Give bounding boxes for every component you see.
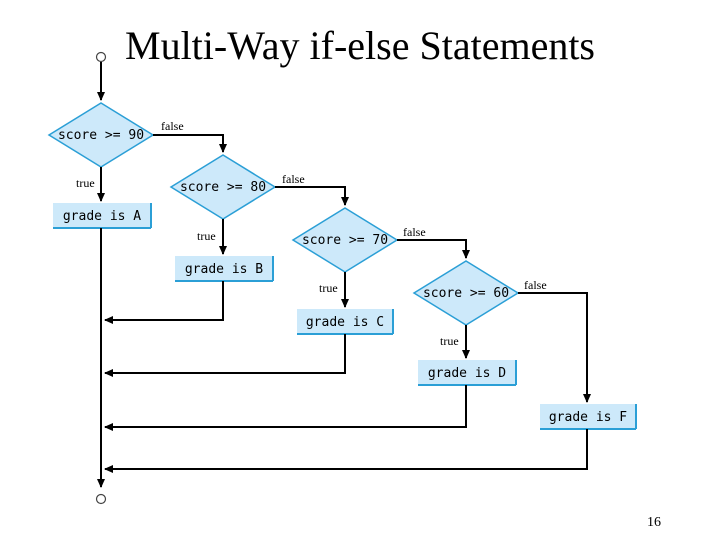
true-label-1: true <box>76 176 95 190</box>
false-arrow-1 <box>153 134 227 153</box>
decision-score-70: score >= 70 <box>291 207 399 273</box>
decision-score-90: score >= 90 <box>47 102 155 168</box>
svg-text:score >= 80: score >= 80 <box>180 180 266 195</box>
false-arrow-4 <box>518 292 591 403</box>
end-node <box>95 493 107 505</box>
svg-text:grade is C: grade is C <box>306 315 384 330</box>
svg-text:grade is B: grade is B <box>185 262 263 277</box>
action-grade-f: grade is F <box>540 404 637 430</box>
decision-score-80: score >= 80 <box>169 154 277 220</box>
svg-text:grade is D: grade is D <box>428 366 506 381</box>
return-arrow-d <box>104 385 467 431</box>
true-label-3: true <box>319 281 338 295</box>
svg-text:grade is A: grade is A <box>63 209 141 224</box>
false-label-3: false <box>403 225 426 239</box>
return-arrow-f <box>104 429 588 473</box>
return-arrow-c <box>104 334 346 377</box>
false-label-2: false <box>282 172 305 186</box>
action-grade-c: grade is C <box>297 309 394 335</box>
svg-text:score >= 60: score >= 60 <box>423 286 509 301</box>
false-arrow-3 <box>397 239 470 259</box>
true-label-4: true <box>440 334 459 348</box>
false-label-1: false <box>161 119 184 133</box>
svg-text:grade is F: grade is F <box>549 410 627 425</box>
svg-text:score >= 70: score >= 70 <box>302 233 388 248</box>
slide-title: Multi-Way if-else Statements <box>125 23 595 68</box>
false-label-4: false <box>524 278 547 292</box>
decision-score-60: score >= 60 <box>412 260 520 326</box>
page-number: 16 <box>647 515 661 530</box>
action-grade-b: grade is B <box>175 256 274 282</box>
action-grade-d: grade is D <box>418 360 517 386</box>
action-grade-a: grade is A <box>53 203 152 229</box>
svg-text:score >= 90: score >= 90 <box>58 128 144 143</box>
return-arrow-b <box>104 281 224 324</box>
true-label-2: true <box>197 229 216 243</box>
start-node <box>95 51 107 63</box>
false-arrow-2 <box>275 186 349 206</box>
